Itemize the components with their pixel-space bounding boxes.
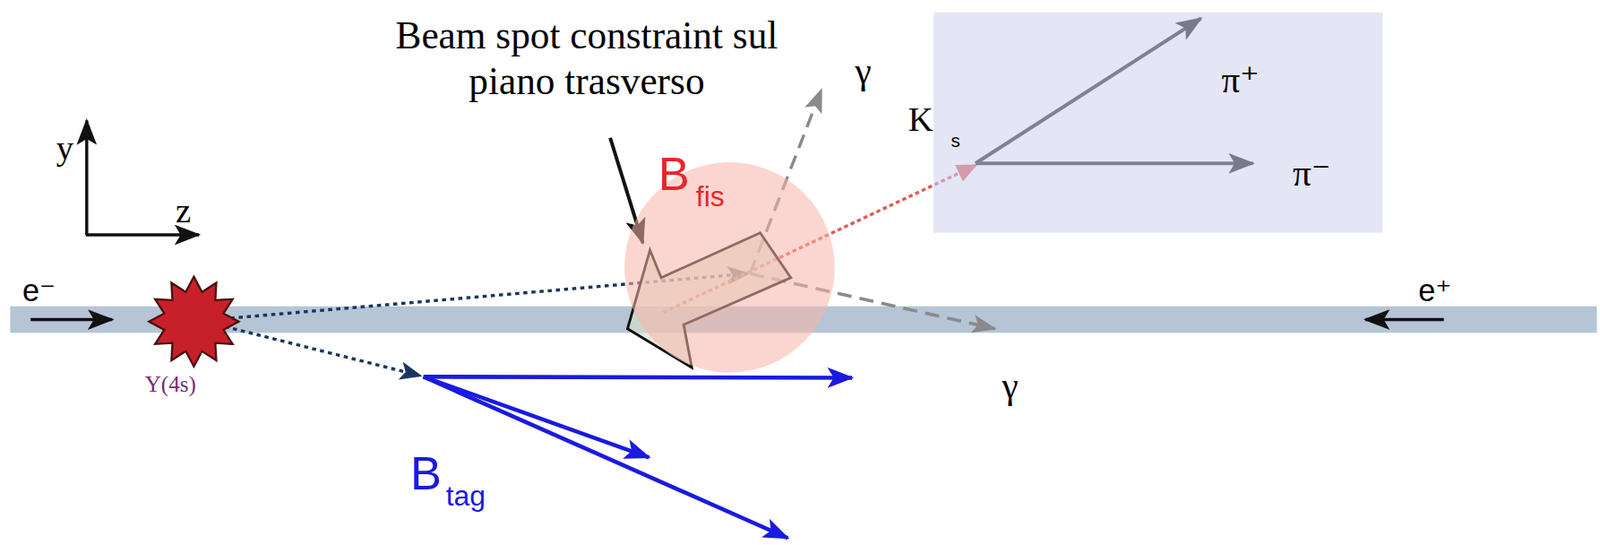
bfis-region: Bfis [624,162,835,373]
photon-label: γ [1001,367,1018,405]
beam-label: e⁻ [22,275,56,307]
y-axis [85,120,88,235]
region-panel [933,12,1383,233]
btag-track [423,376,650,457]
btag-track [423,376,789,538]
collision-star [148,276,239,367]
positron-beam-arrow [1365,318,1445,321]
particle-label: K [908,102,934,138]
electron-beam-arrow [30,318,112,321]
subscript-label: tag [446,481,486,511]
btag-track [423,376,852,378]
z-axis [86,232,199,236]
axis-label: z [175,193,191,229]
node-text: fis [696,182,725,212]
node-text: B [658,149,690,197]
axis-label: y [56,130,74,166]
node-text: π⁺ [1221,60,1259,98]
region-fill [624,162,835,373]
meson-label: B [410,448,442,496]
region-circle [624,162,835,373]
photon-label: γ [854,52,871,90]
beam-label: e⁺ [1418,275,1452,307]
resonance-label: Υ(4s) [145,373,197,396]
callout-note: Beam spot constraint sul piano trasverso [387,12,786,104]
region-fill [933,12,1383,233]
subscript-label: s [951,131,961,151]
btag-flight-line [208,322,421,376]
ks-decay-panel: π⁺ π⁻ [933,12,1383,233]
node-text: π⁻ [1292,154,1331,192]
